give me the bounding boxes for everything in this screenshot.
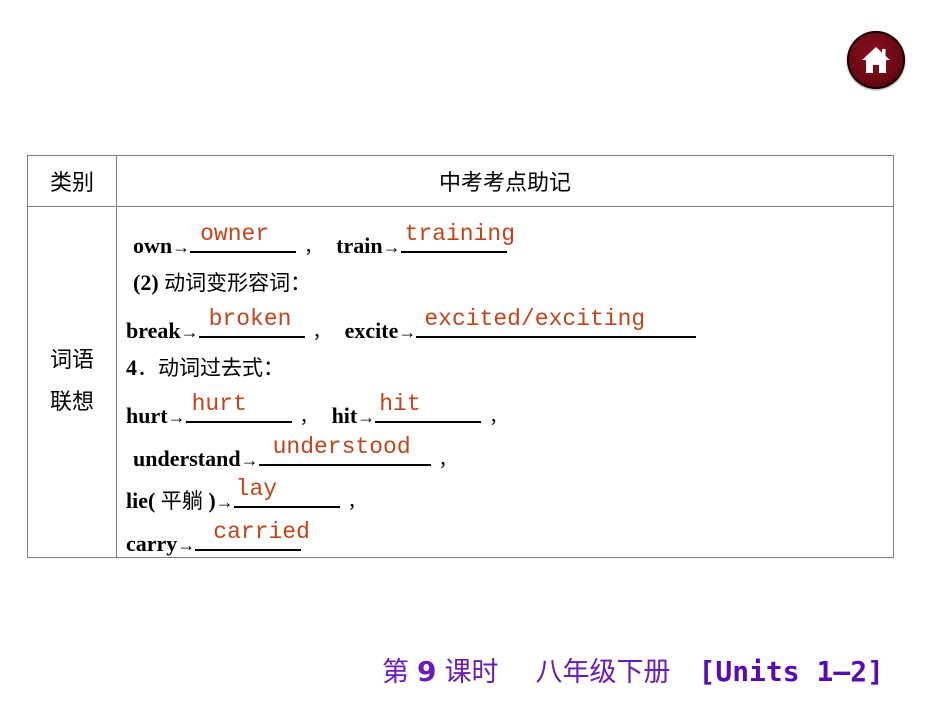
list-item: carry→ carried xyxy=(126,521,310,557)
answer-blank[interactable]: carried xyxy=(195,521,310,551)
section-number: 4 xyxy=(126,355,137,380)
list-item: understand→ understood ， xyxy=(133,434,471,472)
arrow-icon: → xyxy=(167,407,186,427)
answer-blank[interactable]: lay xyxy=(233,476,340,508)
answer: hurt xyxy=(191,391,247,417)
answer-blank[interactable]: training xyxy=(400,223,515,253)
answer: excited/exciting xyxy=(424,306,646,332)
arrow-icon: → xyxy=(240,450,259,470)
footer-prefix: 第 xyxy=(382,657,409,688)
comma: ， xyxy=(304,237,323,258)
section-heading: 4．动词过去式： xyxy=(126,353,284,383)
comma: ， xyxy=(489,407,508,428)
answer: carried xyxy=(213,519,310,545)
answer-blank[interactable]: excited/exciting xyxy=(416,306,697,338)
content-cell: own→owner，train→training (2) 动词变形容词： bre… xyxy=(116,206,894,558)
answer-blank[interactable]: understood xyxy=(258,434,431,466)
word: excite xyxy=(344,318,399,343)
answer: owner xyxy=(200,221,270,247)
category-label-line2: 联想 xyxy=(49,390,94,415)
arrow-icon: → xyxy=(382,237,401,257)
answer: lay xyxy=(235,476,278,502)
units-label: [Units 1—2] xyxy=(698,655,884,688)
arrow-icon: → xyxy=(172,237,191,257)
list-item: hurt→hurt，hit→hit， xyxy=(126,391,521,429)
list-item: own→owner，train→training xyxy=(133,221,515,259)
comma: ， xyxy=(299,407,318,428)
table-header-row: 类别 中考考点助记 xyxy=(27,155,894,207)
section-title: ．动词过去式： xyxy=(137,356,284,380)
answer: broken xyxy=(208,306,292,332)
section-title: 动词变形容词： xyxy=(164,271,312,295)
category-label-line1: 词语 xyxy=(49,348,94,373)
answer-blank[interactable]: hurt xyxy=(185,391,292,423)
answer: hit xyxy=(379,391,421,417)
footer-suffix: 课时 xyxy=(444,657,499,688)
list-item: break→broken，excite→excited/exciting xyxy=(126,306,697,343)
word: break xyxy=(126,318,181,343)
list-item: lie( 平躺 )→lay ， xyxy=(126,476,380,514)
answer-blank[interactable]: owner xyxy=(190,221,297,253)
word: hit xyxy=(331,403,358,428)
home-icon xyxy=(862,47,890,73)
table-row: 词语 联想 own→owner，train→training (2) 动词变形容… xyxy=(27,206,894,558)
comma: ， xyxy=(438,450,457,471)
arrow-icon: → xyxy=(398,322,417,342)
comma: ， xyxy=(347,492,366,513)
lesson-number: 9 xyxy=(417,655,437,688)
answer: understood xyxy=(272,434,411,460)
answer-blank[interactable]: hit xyxy=(375,391,482,423)
answer-blank[interactable]: broken xyxy=(198,306,305,338)
word: train xyxy=(336,233,383,258)
word: carry xyxy=(126,531,178,556)
arrow-icon: → xyxy=(357,407,376,427)
section-number: (2) xyxy=(133,270,159,295)
arrow-icon: → xyxy=(215,492,234,512)
word: own xyxy=(133,233,173,258)
header-category: 类别 xyxy=(27,155,117,207)
arrow-icon: → xyxy=(180,322,199,342)
word: understand xyxy=(133,446,241,471)
header-content: 中考考点助记 xyxy=(116,155,894,207)
book-title: 八年级下册 xyxy=(535,657,671,688)
section-heading: (2) 动词变形容词： xyxy=(133,268,311,298)
word-end: ) xyxy=(208,488,216,513)
word: lie( xyxy=(126,488,156,513)
answer: training xyxy=(404,221,515,247)
home-button[interactable] xyxy=(847,31,905,89)
vocab-table: 类别 中考考点助记 词语 联想 own→owner，train→training… xyxy=(27,155,894,558)
comma: ， xyxy=(312,322,331,343)
word-cn: 平躺 xyxy=(160,489,203,513)
word: hurt xyxy=(126,403,168,428)
category-cell: 词语 联想 xyxy=(27,206,117,558)
arrow-icon: → xyxy=(177,535,196,555)
